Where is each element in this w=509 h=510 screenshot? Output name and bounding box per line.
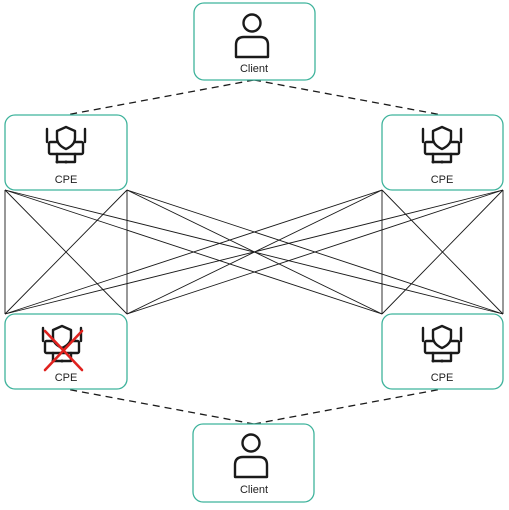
mesh-link	[4, 189, 504, 315]
cpe-node-top-right: CPE	[381, 114, 504, 191]
client-label: Client	[240, 484, 268, 496]
client-node-bottom: Client	[192, 423, 315, 503]
mesh-link	[4, 189, 128, 315]
client-links	[65, 79, 443, 425]
router-shield-icon	[45, 125, 87, 164]
mesh-links	[4, 189, 504, 315]
client-label: Client	[240, 63, 268, 75]
cpe-node-bottom-right: CPE	[381, 313, 504, 390]
cpe-label: CPE	[431, 372, 454, 384]
dashed-link	[65, 388, 255, 425]
client-box	[193, 2, 316, 81]
cpe-label: CPE	[55, 372, 78, 384]
dashed-link	[253, 388, 443, 425]
dashed-link	[253, 79, 443, 116]
cpe-label: CPE	[431, 174, 454, 186]
cpe-box	[381, 313, 504, 390]
cpe-label: CPE	[55, 174, 78, 186]
client-box	[192, 423, 315, 503]
red-x-icon	[43, 329, 84, 372]
router-shield-icon	[421, 324, 463, 363]
cpe-node-bottom-left: CPE	[4, 313, 128, 390]
cpe-box	[381, 114, 504, 191]
cpe-box	[4, 114, 128, 191]
client-node-top: Client	[193, 2, 316, 81]
dashed-link	[65, 79, 255, 116]
mesh-link	[381, 189, 504, 315]
mesh-link	[126, 189, 504, 315]
router-shield-icon	[421, 125, 463, 164]
user-icon	[234, 13, 270, 59]
user-icon	[233, 433, 269, 479]
mesh-link	[4, 189, 383, 315]
cpe-node-top-left: CPE	[4, 114, 128, 191]
